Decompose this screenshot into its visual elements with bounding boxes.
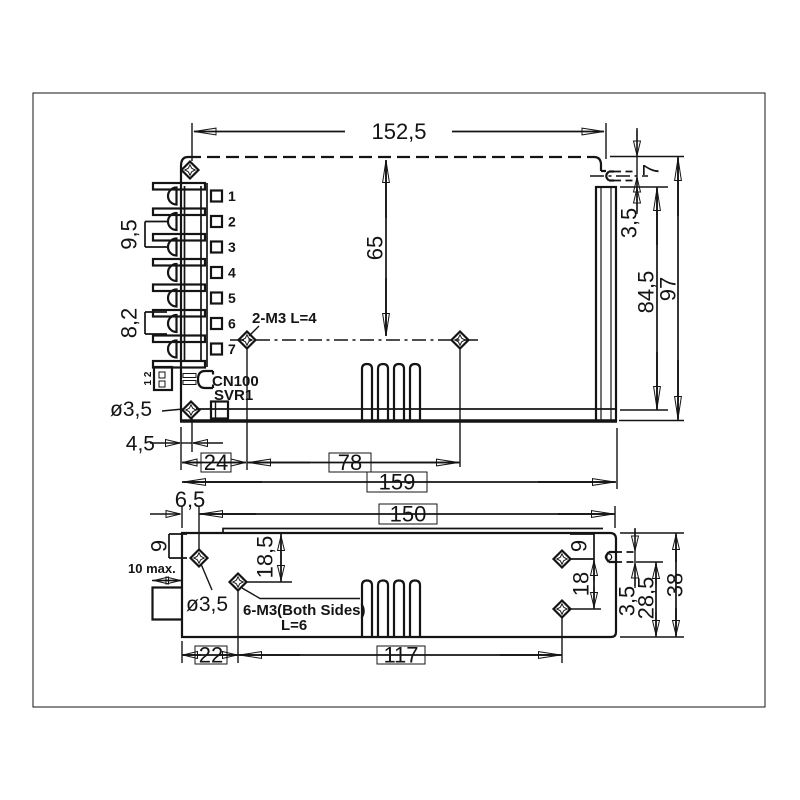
- dim-total-length: 159: [182, 470, 616, 495]
- top-view: 1 2 3 4 5 6 7 1 2 CN100 SVR1: [110, 119, 684, 495]
- dim-text: 9,5: [117, 219, 142, 250]
- dim-hole-left-y: 9: [147, 533, 187, 559]
- mounting-hole-icon: [228, 572, 248, 592]
- dim-bracket-height: 84,5: [634, 187, 661, 410]
- terminal-number-5: 5: [228, 290, 236, 306]
- terminal-number-7: 7: [228, 341, 236, 357]
- dim-text: 7: [639, 164, 664, 176]
- dim-text: 18: [569, 572, 594, 596]
- case-outline-side-view: [151, 527, 634, 639]
- terminal-block: 1 2 3 4 5 6 7: [151, 181, 236, 369]
- dim-text: 117: [383, 643, 418, 668]
- dim-text: 78: [338, 450, 362, 475]
- dim-text: 18,5: [253, 536, 278, 579]
- screw-callout-side: 6-M3(Both Sides) L=6: [241, 587, 366, 634]
- screw-callout-top: 2-M3 L=4: [230, 310, 482, 341]
- dim-text: 22: [199, 643, 223, 668]
- heatsink-fins-side: [360, 579, 422, 637]
- dim-body-width: 150: [199, 502, 615, 527]
- protrusion-label: 10 max.: [128, 561, 176, 576]
- dim-text: 84,5: [634, 271, 659, 314]
- dim-hole-left-x: 6,5: [150, 487, 206, 519]
- dim-protrusion: 10 max.: [128, 561, 182, 585]
- mounting-hole-icon: [181, 400, 201, 420]
- terminal-number-6: 6: [228, 316, 236, 332]
- dim-total-height: 97: [656, 157, 682, 420]
- screw-callout-label: 2-M3 L=4: [252, 310, 317, 327]
- dim-text: 8,2: [117, 308, 142, 339]
- svr1-potentiometer: SVR1: [209, 387, 253, 420]
- dim-text: 28,5: [634, 577, 659, 620]
- mounting-hole-icon: [237, 330, 257, 350]
- dim-overall-width: 152,5: [191, 119, 607, 161]
- dim-text: 97: [656, 277, 681, 301]
- terminal-pins: [209, 189, 224, 356]
- dim-hole-offset: 4,5: [126, 433, 223, 456]
- dim-text: 3,5: [615, 586, 640, 617]
- svr1-label: SVR1: [214, 387, 253, 404]
- drawing-canvas: [32, 92, 766, 708]
- dim-text: 9: [567, 540, 592, 552]
- dim-text: 150: [390, 502, 427, 527]
- dim-hole-span-top: 78: [247, 450, 460, 475]
- dim-hole-dia-side: ø3,5: [186, 563, 228, 616]
- terminal-number-1: 1: [228, 188, 236, 204]
- terminal-number-3: 3: [228, 239, 236, 255]
- dim-text: ø3,5: [186, 593, 228, 616]
- dim-left-offset: 22: [182, 643, 238, 668]
- dim-terminal-pitch-a: 9,5: [117, 219, 167, 250]
- dim-slot-from-bottom: 28,5: [634, 561, 663, 637]
- dim-hole-right-span: 18: [568, 559, 601, 610]
- dim-hole-dia-top: ø3,5: [110, 398, 184, 421]
- screw-callout-line2: L=6: [281, 617, 307, 634]
- mounting-hole-icon: [450, 330, 470, 350]
- dim-slot-height: 3,5: [615, 528, 640, 616]
- dim-text: ø3,5: [110, 398, 152, 421]
- connector-12: 1 2: [143, 365, 174, 392]
- mounting-hole-icon: [552, 599, 572, 619]
- dim-cn-offset: 24: [182, 450, 246, 475]
- dim-text: 3,5: [617, 208, 642, 239]
- terminal-number-2: 2: [228, 214, 236, 230]
- dim-text: 9: [147, 540, 172, 552]
- dim-bracket-offset: 3,5: [617, 188, 642, 239]
- dim-text: 4,5: [126, 433, 155, 456]
- dim-hole-right-y: 9: [567, 533, 595, 560]
- mounting-hole-icon: [180, 160, 200, 180]
- dim-text: 65: [363, 236, 388, 260]
- dim-text: 159: [379, 470, 416, 495]
- dim-text: 6,5: [175, 487, 206, 512]
- heatsink-fins-top: [360, 362, 422, 421]
- dim-hole-span-side: 117: [238, 643, 562, 668]
- mounting-hole-icon: [189, 548, 209, 568]
- dim-corner: 7: [632, 128, 664, 214]
- connector-12-label: 1 2: [143, 371, 154, 385]
- dim-text: 152,5: [371, 119, 426, 144]
- dim-total-height-side: 38: [620, 532, 688, 638]
- case-outline-top-view: [179, 155, 648, 423]
- dim-text: 24: [204, 450, 228, 475]
- dim-text: 38: [663, 573, 688, 597]
- terminal-number-4: 4: [228, 265, 236, 281]
- dim-hole-mid-y: 18,5: [245, 534, 292, 583]
- dim-center-height: 65: [363, 160, 390, 336]
- side-view: 9 6,5 150 10 max. ø3,5 6-M3(Both Sides): [128, 487, 688, 668]
- dim-terminal-pitch-b: 8,2: [117, 308, 167, 339]
- screw-callout-line1: 6-M3(Both Sides): [243, 602, 366, 619]
